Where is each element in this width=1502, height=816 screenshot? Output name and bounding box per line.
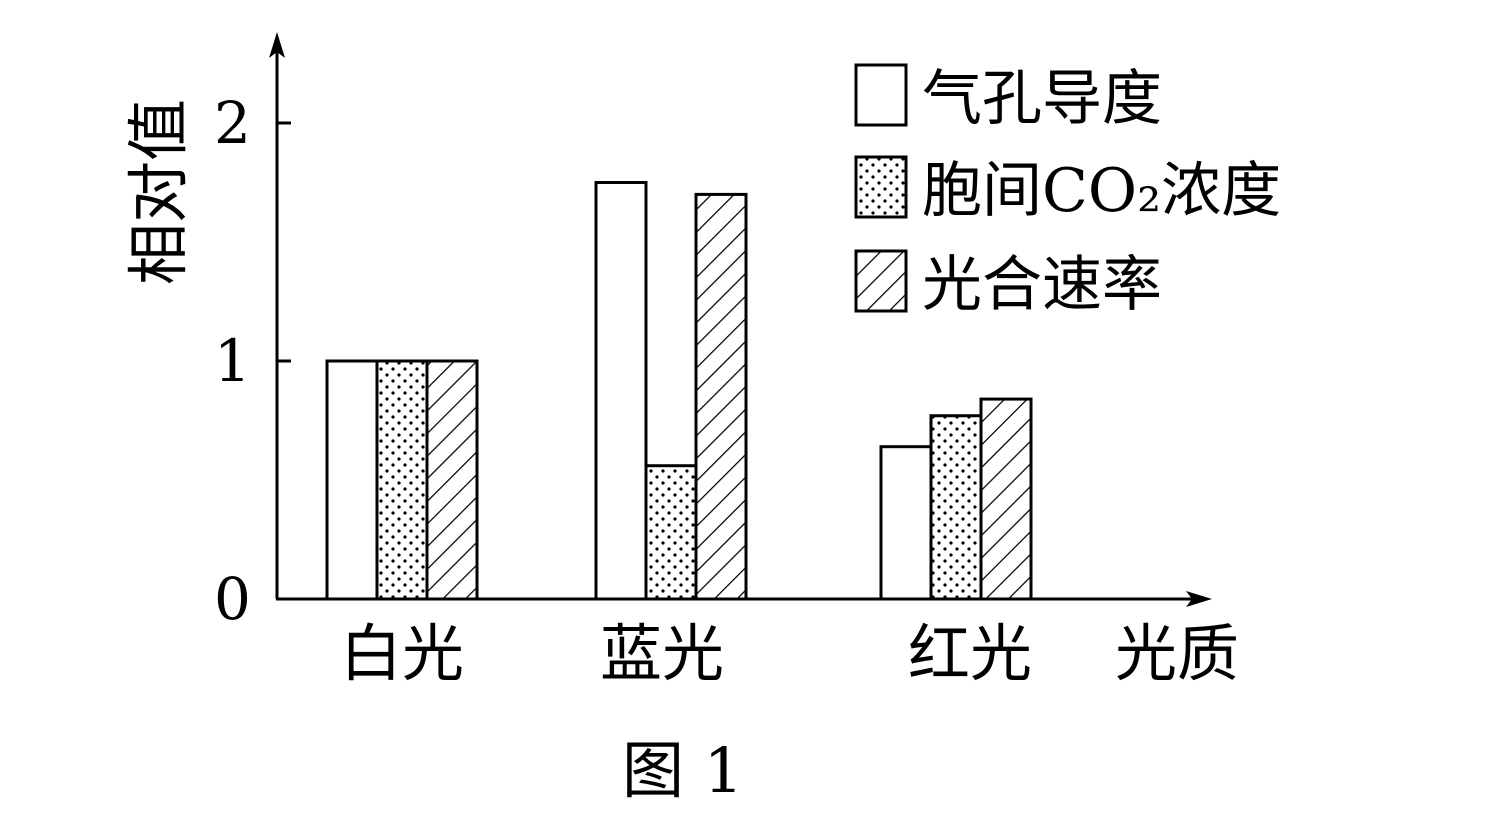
- x-tick-label: 红光: [908, 617, 1032, 690]
- x-axis-arrow: [1186, 591, 1212, 607]
- bar-3-2: [694, 192, 748, 601]
- legend-label: 光合速率: [922, 250, 1162, 320]
- bar-2-2: [644, 464, 698, 601]
- legend-label: 胞间CO₂浓度: [922, 156, 1281, 226]
- y-axis-arrow: [269, 32, 285, 58]
- bar-2-3: [929, 414, 983, 601]
- legend-swatch: [854, 155, 908, 219]
- figure-caption: 图 1: [622, 734, 743, 807]
- y-axis-label: 相对值: [122, 99, 195, 285]
- legend-swatch: [854, 63, 908, 127]
- y-tick-label: 0: [214, 565, 251, 633]
- x-tick-label: 白光: [340, 617, 464, 690]
- x-tick-label: 蓝光: [600, 617, 724, 690]
- bar-3-1: [425, 359, 479, 601]
- bar-3-3: [979, 397, 1033, 601]
- bar-1-3: [879, 445, 933, 601]
- x-axis-label: 光质: [1115, 617, 1239, 690]
- bar-1-2: [594, 181, 648, 601]
- legend-swatch: [854, 249, 908, 313]
- legend-label: 气孔导度: [922, 64, 1162, 134]
- bar-1-1: [325, 359, 379, 601]
- bar-2-1: [375, 359, 429, 601]
- y-tick-label: 2: [214, 89, 251, 157]
- y-tick-label: 1: [214, 327, 251, 395]
